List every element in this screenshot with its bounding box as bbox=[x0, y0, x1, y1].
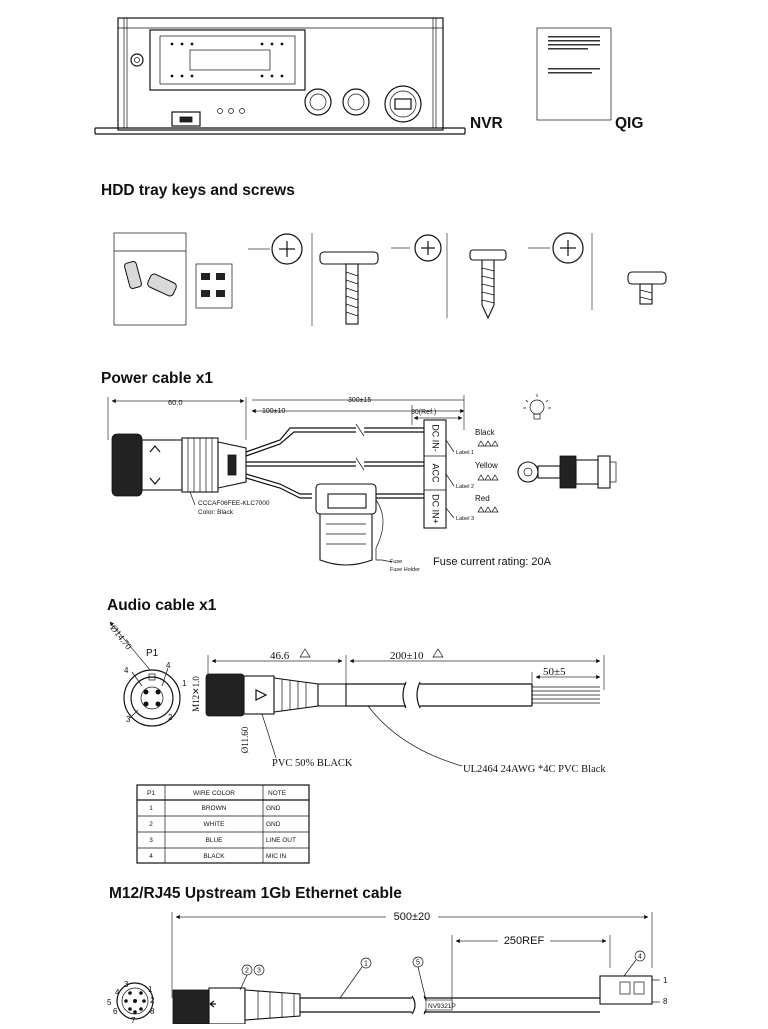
table-cell: BLACK bbox=[203, 853, 225, 860]
dim-500: 500±20 bbox=[394, 911, 431, 923]
table-cell: BROWN bbox=[202, 805, 227, 812]
nvr-front-drawing bbox=[94, 17, 466, 135]
wire-black: Black bbox=[475, 428, 496, 437]
label-1: Label 1 bbox=[456, 450, 474, 456]
idea-bulb-icon bbox=[523, 394, 551, 420]
audio-dimension-lines bbox=[207, 648, 605, 690]
rj45-pin-8: 8 bbox=[663, 997, 668, 1006]
table-cell: BLUE bbox=[206, 837, 224, 844]
dim-46-6: 46.6 bbox=[270, 650, 290, 662]
hdd-keys-box bbox=[113, 232, 187, 326]
m12-pin-label: 1 bbox=[148, 985, 153, 994]
table-header-color: WIRE COLOR bbox=[193, 790, 235, 797]
callout-2: 2 bbox=[245, 968, 249, 975]
nvr-label: NVR bbox=[470, 115, 503, 132]
callout-1: 1 bbox=[364, 961, 368, 968]
dim-dia1470: Ø14.70 bbox=[108, 624, 133, 653]
acc-label: ACC bbox=[431, 463, 441, 483]
power-dimension-lines bbox=[107, 395, 465, 440]
m12-pin-label: 5 bbox=[107, 998, 112, 1007]
dim-250: 250REF bbox=[504, 935, 545, 947]
hdd-screws-box bbox=[195, 263, 233, 309]
label-3: Label 3 bbox=[456, 516, 474, 522]
qig-label: QIG bbox=[615, 115, 643, 132]
table-cell: 1 bbox=[149, 805, 153, 812]
table-cell: GND bbox=[266, 821, 281, 828]
audio-pin-4b: 4 bbox=[166, 661, 171, 670]
audio-pin-1: 1 bbox=[182, 679, 187, 688]
dim-dia1160: Ø11.60 bbox=[240, 726, 250, 753]
power-label-leaders bbox=[445, 439, 499, 519]
audio-pin-4a: 4 bbox=[124, 666, 129, 675]
callout-3: 3 bbox=[257, 968, 261, 975]
fuse-rating: Fuse current rating: 20A bbox=[433, 556, 552, 568]
dc-in-plus: DC IN+ bbox=[431, 494, 441, 524]
table-cell: 3 bbox=[149, 837, 153, 844]
audio-section-title: Audio cable x1 bbox=[107, 597, 217, 614]
table-cell: WHITE bbox=[204, 821, 226, 828]
screw-3-drawing bbox=[528, 232, 667, 310]
power-connector-drawing bbox=[111, 433, 247, 506]
audio-pin-table bbox=[136, 784, 310, 864]
fuse-holder-drawing bbox=[315, 483, 393, 566]
dim-30ref: 30(Ref.) bbox=[411, 409, 436, 416]
wire-red: Red bbox=[475, 494, 490, 503]
table-cell: 2 bbox=[149, 821, 153, 828]
note-ul: UL2464 24AWG *4C PVC Black bbox=[463, 764, 606, 775]
nv-label: NV9321P bbox=[428, 1003, 456, 1010]
dim-300: 300±15 bbox=[348, 397, 371, 404]
table-cell: 4 bbox=[149, 853, 153, 860]
m12-pin-label: 2 bbox=[150, 996, 155, 1005]
m12-pin-label: 6 bbox=[113, 1007, 118, 1016]
dim-60: 60.0 bbox=[168, 398, 183, 407]
table-cell: LINE OUT bbox=[266, 837, 296, 844]
table-cell: GND bbox=[266, 805, 281, 812]
power-section-title: Power cable x1 bbox=[101, 370, 213, 387]
table-header-note: NOTE bbox=[268, 790, 287, 797]
qig-booklet bbox=[536, 27, 612, 121]
screw-2-drawing bbox=[391, 233, 507, 320]
dim-100: 100±10 bbox=[262, 408, 285, 415]
part-color: Color: Black bbox=[198, 509, 234, 516]
audio-pin-3: 3 bbox=[126, 715, 131, 724]
ethernet-cable-drawing bbox=[172, 950, 660, 1025]
m12-pin-label: 3 bbox=[124, 980, 129, 989]
audio-m12-face bbox=[123, 667, 181, 727]
ethernet-m12-face bbox=[116, 982, 154, 1020]
table-header-p1: P1 bbox=[147, 790, 155, 797]
fuse-label: Fuse bbox=[390, 559, 402, 565]
label-2: Label 2 bbox=[456, 484, 474, 490]
screw-1-drawing bbox=[248, 233, 379, 326]
wire-yellow: Yellow bbox=[475, 461, 498, 470]
m12-pin-label: 4 bbox=[115, 988, 120, 997]
dim-200: 200±10 bbox=[390, 650, 424, 662]
table-cell: MIC IN bbox=[266, 853, 287, 860]
p1-label: P1 bbox=[146, 648, 159, 659]
audio-connector-drawing bbox=[205, 673, 600, 767]
note-pvc: PVC 50% BLACK bbox=[272, 758, 353, 769]
hdd-section-title: HDD tray keys and screws bbox=[101, 182, 295, 199]
audio-pin-2: 2 bbox=[168, 713, 173, 722]
fuse-holder-label: Fuse Holder bbox=[390, 567, 420, 573]
part-number: CCCAF06FEE-KLC7000 bbox=[198, 500, 270, 507]
ethernet-section-title: M12/RJ45 Upstream 1Gb Ethernet cable bbox=[109, 885, 402, 902]
m12-pin-label: 7 bbox=[131, 1016, 136, 1024]
callout-5: 5 bbox=[416, 960, 420, 967]
ignition-key-switch bbox=[517, 455, 617, 489]
power-wires bbox=[245, 423, 424, 499]
m12-pin-label: 8 bbox=[150, 1007, 155, 1016]
dc-in-minus: DC IN- bbox=[431, 424, 441, 452]
dim-50: 50±5 bbox=[543, 666, 566, 678]
rj45-pin-1: 1 bbox=[663, 976, 668, 985]
dim-m12: M12✕1.0 bbox=[191, 676, 201, 712]
callout-4: 4 bbox=[638, 954, 642, 961]
